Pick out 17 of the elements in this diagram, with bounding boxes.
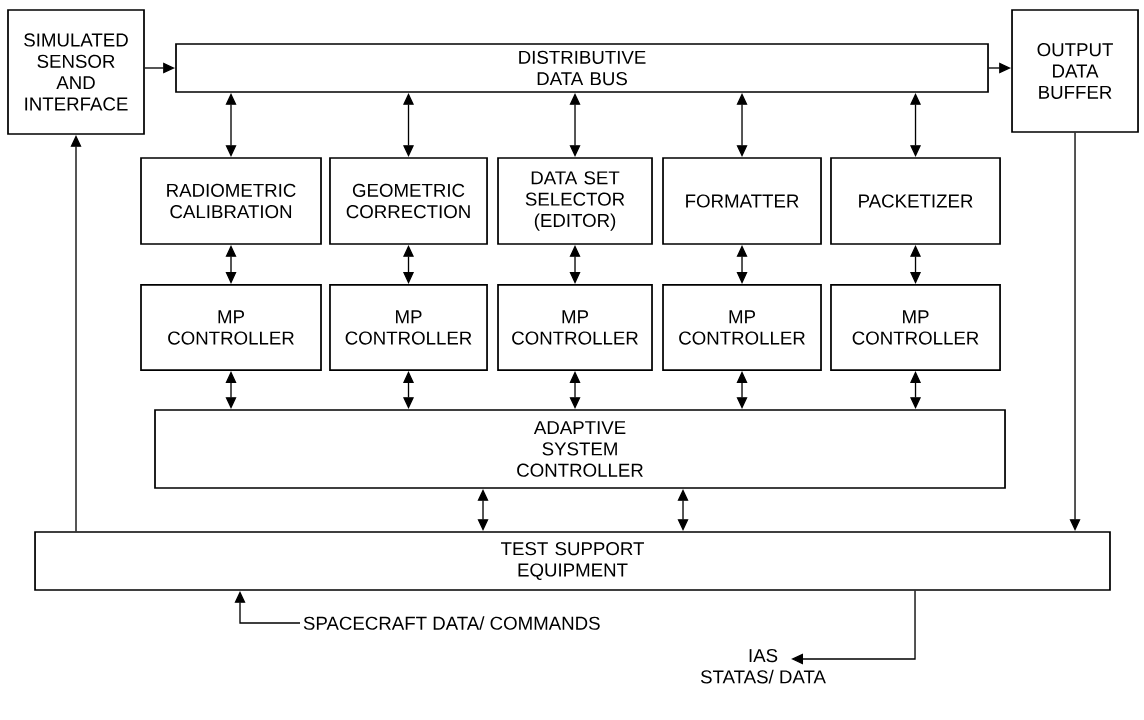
process-box: OUTPUT DATA BUFFER (1011, 9, 1139, 133)
process-box: GEOMETRIC CORRECTION (329, 157, 488, 245)
signal-label: IAS STATAS/ DATA (700, 648, 826, 684)
process-box: DATA SET SELECTOR (EDITOR) (497, 157, 653, 245)
process-box: SIMULATED SENSOR AND INTERFACE (7, 9, 145, 135)
process-box: ADAPTIVE SYSTEM CONTROLLER (154, 409, 1006, 489)
process-box: RADIOMETRIC CALIBRATION (140, 157, 322, 245)
process-box: PACKETIZER (830, 157, 1001, 245)
process-box: FORMATTER (662, 157, 822, 245)
process-box: TEST SUPPORT EQUIPMENT (34, 531, 1111, 591)
process-box: MP CONTROLLER (830, 284, 1001, 371)
process-box: MP CONTROLLER (662, 284, 822, 371)
process-box: MP CONTROLLER (140, 284, 322, 371)
signal-label: SPACECRAFT DATA/ COMMANDS (303, 616, 600, 630)
process-box: MP CONTROLLER (497, 284, 653, 371)
process-box: MP CONTROLLER (329, 284, 488, 371)
process-box: DISTRIBUTIVE DATA BUS (175, 43, 989, 93)
